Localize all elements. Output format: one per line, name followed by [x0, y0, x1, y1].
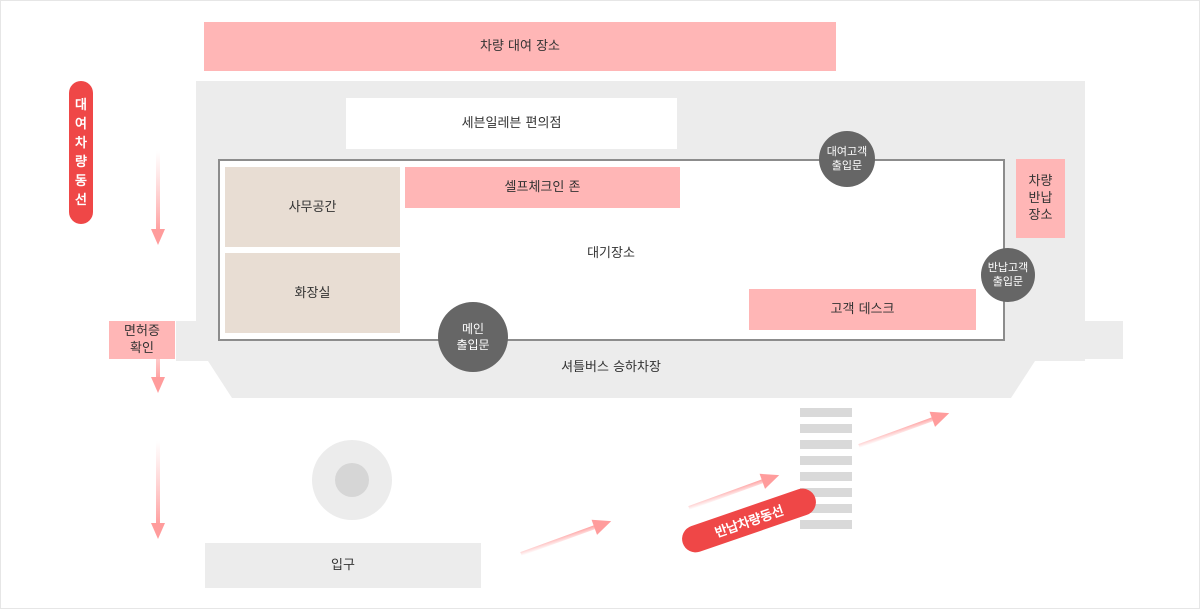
self-checkin-zone: 셀프체크인 존 [405, 167, 680, 208]
restroom: 화장실 [225, 253, 400, 333]
rental-route-char: 차 [75, 135, 87, 151]
vehicle-return-area: 차량 반납 장소 [1016, 159, 1065, 238]
return-route-arrows [520, 411, 950, 556]
rental-route-char: 량 [75, 154, 87, 170]
shuttle-bus-stop: 셔틀버스 승하차장 [561, 359, 661, 375]
seven-eleven-store: 세븐일레븐 편의점 [346, 98, 677, 149]
main-door: 메인 출입문 [438, 302, 508, 372]
return-customer-door: 반납고객 출입문 [981, 248, 1035, 302]
customer-desk: 고객 데스크 [749, 289, 976, 330]
crosswalk-icon [800, 408, 852, 529]
rental-route-char: 동 [75, 173, 87, 189]
license-check: 면허증 확인 [109, 321, 175, 359]
rental-route-pill: 대 여 차 량 동 선 [69, 81, 93, 224]
rental-route-char: 여 [75, 116, 87, 132]
office-space: 사무공간 [225, 167, 400, 247]
rental-route-char: 선 [75, 192, 87, 208]
entrance: 입구 [205, 543, 481, 588]
rental-customer-door: 대여고객 출입문 [819, 131, 875, 187]
rental-route-char: 대 [75, 97, 87, 113]
waiting-area: 대기장소 [587, 245, 635, 261]
rental-area: 차량 대여 장소 [204, 22, 836, 71]
roundabout-icon [312, 440, 392, 520]
